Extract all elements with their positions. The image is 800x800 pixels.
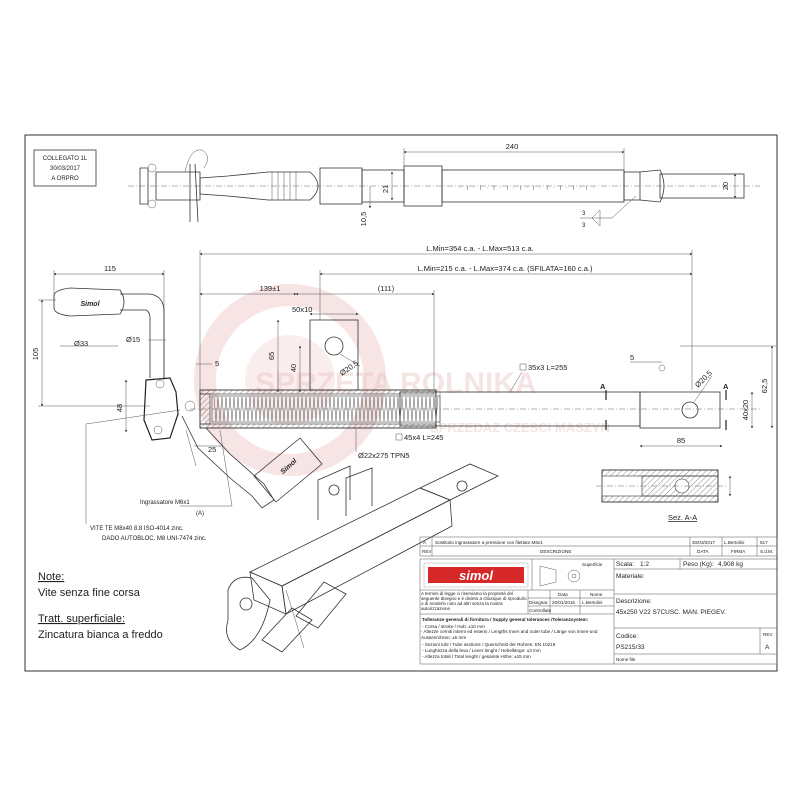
dim-o20-5-b: Ø20,5	[693, 369, 714, 390]
dim-tube-45x4: 45x4 L=245	[404, 433, 443, 442]
simol-logo: simol	[423, 562, 529, 588]
dim-105: 105	[31, 348, 40, 361]
rev-row-sdm: 617	[760, 540, 768, 545]
dim-20: 20	[721, 182, 730, 190]
collegato-box: COLLEGATO 1L 30/03/2017 A ORPRO	[33, 149, 97, 187]
rev-header-date: DATA	[697, 549, 710, 554]
notes-text: Vite senza fine corsa	[38, 587, 141, 599]
tolerance-3: - Sezioni tubi / Tube sections / Quersch…	[422, 642, 556, 647]
sig-header-data: Data	[558, 592, 568, 597]
drawing-frame	[24, 134, 778, 672]
main-view: L.Min=354 c.a. - L.Max=513 c.a. L.Min=21…	[31, 244, 776, 542]
sig-row-1-label: Disegnat.	[529, 600, 548, 605]
rev-row-date: 30/03/2017	[692, 540, 715, 545]
scala-label: Scala:	[616, 561, 634, 568]
callout-ingrassatore-ref: (A)	[196, 511, 204, 517]
section-a-a: Sez. A-A	[596, 469, 732, 522]
dim-5-a: 5	[215, 359, 219, 368]
dim-40x20: 40x20	[741, 400, 750, 420]
dim-240: 240	[506, 142, 519, 151]
rev-row-signed: L.Bertolini	[724, 540, 744, 545]
descrizione-value: 45x250 V22 S7CUSC. MAN. PIEGEV.	[616, 609, 726, 616]
codice-value: PS215/33	[616, 644, 645, 651]
dim-65: 65	[267, 352, 276, 360]
sig-header-nome: Nome	[590, 592, 603, 597]
dim-50x10: 50x10	[292, 305, 312, 314]
descrizione-label: Descrizione:	[616, 598, 652, 605]
dim-o15: Ø15	[126, 335, 140, 344]
dim-tube-35x3: 35x3 L=255	[528, 363, 567, 372]
dim-10-5: 10,5	[359, 212, 368, 227]
rev-value: A	[765, 644, 770, 651]
dim-21: 21	[381, 185, 390, 193]
dim-40: 40	[289, 364, 298, 372]
legal-text: A termini di legge ci riserviamo la prop…	[421, 591, 527, 611]
notes-block: Note: Vite senza fine corsa Tratt. super…	[38, 571, 163, 641]
weld-3-b: 3	[582, 223, 586, 229]
dim-115: 115	[104, 264, 116, 273]
dim-111: (111)	[378, 284, 395, 293]
tolerance-title: Tolleranze generali di fornitura / Suppl…	[422, 617, 589, 622]
superficie-label: Superficie	[582, 562, 603, 567]
treatment-heading: Tratt. superficiale:	[38, 613, 125, 625]
treatment-text: Zincatura bianca a freddo	[38, 629, 163, 641]
section-a-right: A	[723, 382, 729, 391]
materiale-label: Materiale:	[616, 573, 645, 580]
rev-header-desc: DESCRIZIONE	[540, 549, 571, 554]
callout-dado: DADO AUTOBLOC. M8 UNI-7474 zinc.	[102, 536, 207, 542]
callout-ingrassatore: Ingrassatore M6x1	[140, 500, 190, 506]
peso-value: 4,908 kg	[718, 561, 743, 568]
top-view: · | · | · | · | · | · | · | · | · | · | …	[128, 142, 760, 229]
sig-row-1-nome: L.Bertolini	[582, 600, 602, 605]
dim-48: 48	[115, 404, 124, 412]
collegato-line-2: 30/03/2017	[50, 166, 81, 172]
revision-table: A Sostituito ingrassatore a pressione co…	[419, 536, 778, 557]
dim-85: 85	[677, 436, 685, 445]
sig-row-1-data: 20/01/2016	[552, 600, 575, 605]
tolerance-5: - Altezza totali / Total lenght / gesamt…	[422, 654, 531, 659]
dim-62-5: 62,5	[760, 379, 769, 394]
svg-text:· | · | · | · | · | · | · | ·: · | · | · | · | · | · | · | · | · | · | …	[460, 185, 596, 190]
tolerance-2: - Altezze cerniti interni ed esterni / L…	[421, 629, 598, 640]
handle-brand: Simol	[80, 301, 100, 308]
rev-header-rev: REV	[422, 549, 432, 554]
rev-row-rev: A	[423, 540, 427, 545]
section-a-left: A	[600, 382, 606, 391]
watermark-tagline: SPRZEDAZ CZESCI MASZYN	[430, 420, 610, 435]
scala-value: 1:2	[640, 561, 649, 568]
grip-ribs	[271, 172, 297, 200]
collegato-line-1: COLLEGATO 1L	[43, 156, 88, 162]
codice-label: Codice:	[616, 633, 638, 640]
isometric-view	[226, 463, 499, 653]
rev-row-desc: Sostituito ingrassatore a pressione con …	[435, 540, 543, 545]
notes-heading: Note:	[38, 571, 64, 583]
title-block: simol Superficie Scala: 1:2 Peso (Kg): 4…	[419, 558, 778, 665]
weld-3-a: 3	[582, 211, 586, 217]
dim-5-b: 5	[630, 353, 634, 362]
dim-139: 139±1	[260, 284, 281, 293]
watermark-brand: SPRZETA ROLNIKA	[255, 367, 537, 400]
rev-header-firma: FIRMA	[731, 549, 746, 554]
rev-label: REV	[763, 632, 773, 637]
nome-file-label: Nome file	[616, 657, 636, 662]
dim-o33: Ø33	[74, 339, 88, 348]
logo-text: simol	[459, 568, 493, 583]
tolerance-1: - Corsa / stroke / Hub: ±10 mm	[422, 624, 485, 629]
callout-vite: VITE TE M8x40 8.8 ISO-4014 zinc.	[90, 526, 184, 532]
peso-label: Peso (Kg):	[683, 561, 714, 568]
dim-thread: Ø22x275 TPN5	[358, 451, 410, 460]
dim-lmin-sfilata: L.Min=215 c.a. - L.Max=374 c.a. (SFILATA…	[417, 264, 593, 273]
rev-header-sdm: S.d.M.	[760, 549, 773, 554]
dim-25: 25	[208, 445, 216, 454]
dim-lmin-lmax: L.Min=354 c.a. - L.Max=513 c.a.	[426, 244, 534, 253]
sig-row-2-label: Controllato	[529, 608, 552, 613]
section-label: Sez. A-A	[668, 513, 697, 522]
tolerance-4: - Lunghezza della leva / Lever lenght / …	[422, 648, 541, 653]
collegato-line-3: A ORPRO	[51, 176, 79, 182]
